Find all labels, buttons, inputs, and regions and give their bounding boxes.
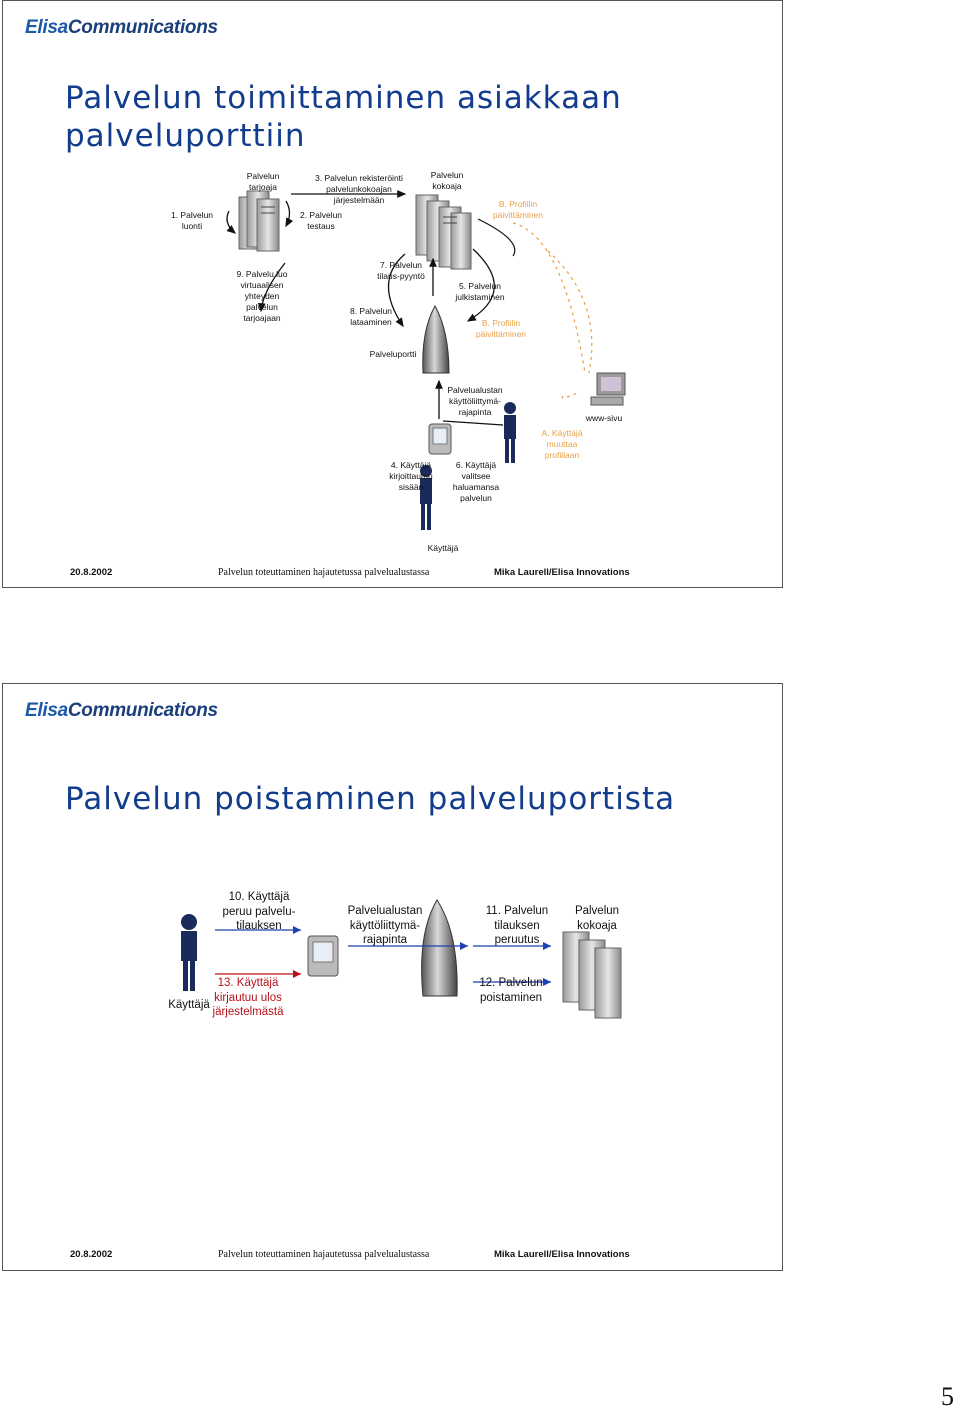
label-6-valitsee: 6. Käyttäjä valitsee haluamansa palvelun: [452, 460, 500, 503]
pda-icon-2: [307, 935, 339, 977]
label-5-julkistaminen: 5. Palvelun julkistaminen: [455, 281, 505, 302]
label-kayttaja: Käyttäjä: [427, 543, 459, 553]
label-3-rekisterointi: 3. Palvelun rekisteröinti palvelunkokoaj…: [315, 173, 403, 205]
slide-1-title: Palvelun toimittaminen asiakkaan palvelu…: [65, 80, 622, 154]
label-kayttaja-2: Käyttäjä: [168, 999, 210, 1011]
slide-2-diagram: [181, 899, 622, 1019]
label-13-kirjautuu-ulos: 13. Käyttäjä kirjautuu ulos järjestelmäs…: [212, 977, 284, 1018]
aggregator-server-icon: [415, 194, 472, 270]
label-7-tilauspyynto: 7. Palvelun tilaus-pyyntö: [377, 260, 425, 281]
label-2-testaus: 2. Palvelun testaus: [299, 210, 343, 231]
aggregator-server-icon-2: [562, 931, 622, 1019]
brand-logo-2: ElisaCommunications: [25, 700, 218, 721]
label-kokoaja: Palvelun kokoaja: [430, 170, 464, 191]
slide-1-diagram: [226, 190, 626, 530]
provider-server-icon: [238, 190, 280, 252]
user-figure-icon-2: [504, 402, 516, 463]
user-figure-icon-3: [181, 914, 197, 991]
label-tarjoaja: Palvelun tarjoaja: [246, 171, 280, 192]
label-4-kirjautuu: 4. Käyttäjä kirjoittautuu sisään: [389, 460, 433, 492]
label-B-profiili-1: B. Profiilin päivittäminen: [492, 199, 544, 220]
label-rajapinta-2: Palvelualustan käyttöliittymä-rajapinta: [347, 905, 423, 946]
label-kokoaja-2: Palvelun kokoaja: [574, 905, 620, 932]
gateway-tower-icon-2: [421, 899, 458, 997]
label-9-yhteys: 9. Palvelu luo virtuaalisen yhteyden pal…: [236, 269, 288, 323]
label-A-profiili: A. Käyttäjä muuttaa profiilaan: [541, 428, 583, 460]
label-B-profiili-2: B. Profiilin päivittäminen: [475, 318, 527, 339]
slide-2-title: Palvelun poistaminen palveluportista: [65, 781, 676, 817]
computer-icon: [590, 372, 626, 406]
label-8-lataaminen: 8. Palvelun lataaminen: [349, 306, 393, 327]
slide-1: ElisaCommunications Palvelun toimittamin…: [2, 0, 783, 588]
pda-icon: [428, 423, 452, 455]
label-10-peruu: 10. Käyttäjä peruu palvelu-tilauksen: [222, 891, 296, 932]
label-rajapinta: Palvelualustan käyttöliittymä-rajapinta: [447, 385, 503, 417]
label-www-sivu: www-sivu: [585, 413, 623, 423]
label-12-poistaminen: 12. Palvelun poistaminen: [479, 977, 543, 1004]
label-11-peruutus: 11. Palvelun tilauksen peruutus: [485, 905, 549, 946]
label-palveluportti: Palveluportti: [369, 349, 417, 359]
brand-logo: ElisaCommunications: [25, 17, 218, 38]
slide-2: ElisaCommunications Palvelun poistaminen…: [2, 683, 783, 1271]
label-1-luonti: 1. Palvelun luonti: [170, 210, 214, 231]
page-number: 5: [941, 1382, 954, 1411]
gateway-tower-icon: [422, 304, 450, 374]
user-figure-icon: [420, 465, 432, 530]
